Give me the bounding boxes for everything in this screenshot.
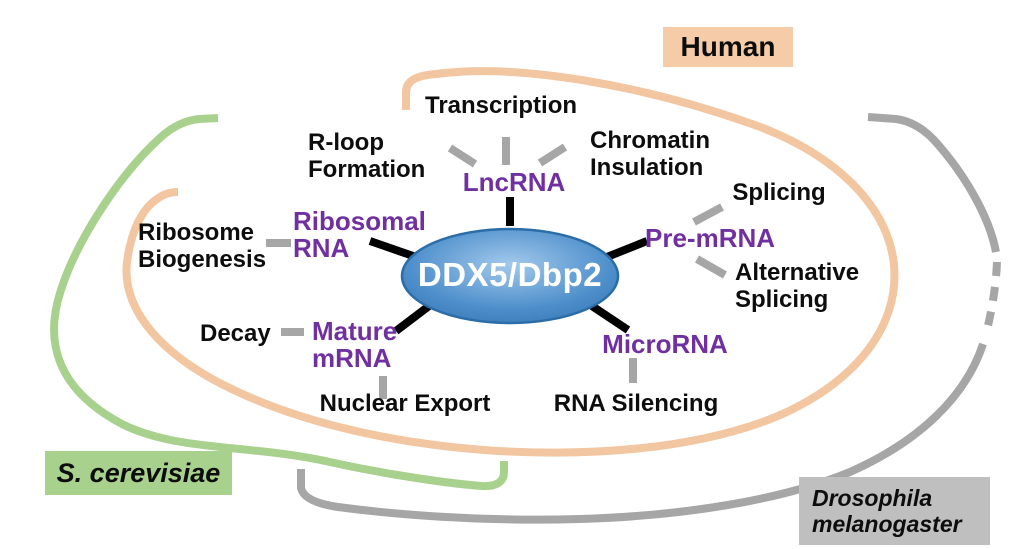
function-label-rna-silencing: RNA Silencing [553, 390, 719, 417]
function-label-splicing: Splicing [732, 179, 826, 206]
tick-alt-splicing [695, 255, 727, 279]
rna-label-ribosomal-rna: Ribosomal RNA [293, 206, 426, 263]
rna-label-pre-mrna: Pre-mRNA [645, 223, 776, 253]
tick-r-loop [447, 144, 478, 168]
function-label-r-loop-formation: R-loop Formation [308, 129, 426, 183]
function-label-chromatin-insulation: Chromatin Insulation [590, 127, 710, 181]
spoke-microrna [589, 302, 631, 334]
human-arc [122, 67, 899, 457]
function-label-ribosome-biogenesis: Ribosome Biogenesis [138, 219, 267, 273]
drosophila-arc-top [867, 113, 1000, 253]
center-node-ellipse [400, 227, 620, 325]
tick-chromatin [537, 143, 568, 167]
s-cerevisiae-arc [50, 114, 508, 491]
species-label-human: Human [663, 27, 793, 67]
drosophila-arc-bottom [297, 342, 987, 524]
tick-splicing [692, 203, 724, 226]
function-label-nuclear-export: Nuclear Export [319, 390, 491, 417]
function-ticks [266, 137, 727, 399]
species-label-s-cerevisiae: S. cerevisiae [45, 451, 232, 495]
species-label-drosophila-melanogaster: Drosophila melanogaster [799, 477, 990, 545]
rna-label-mature-mrna: Mature mRNA [312, 316, 398, 373]
drosophila-arc-dashed [982, 261, 1001, 335]
rna-label-lncrna: LncRNA [462, 167, 566, 197]
function-label-alternative-splicing: Alternative Splicing [735, 259, 860, 313]
node-connectors [368, 197, 649, 335]
spoke-ribosomal-rna [368, 237, 418, 261]
function-label-decay: Decay [200, 320, 271, 347]
center-node-label: DDX5/Dbp2 [417, 256, 603, 294]
spoke-mature-mrna [393, 302, 432, 335]
spoke-pre-mrna [605, 237, 649, 261]
rna-label-microrna: MicroRNA [602, 329, 728, 359]
function-label-transcription: Transcription [424, 92, 578, 119]
